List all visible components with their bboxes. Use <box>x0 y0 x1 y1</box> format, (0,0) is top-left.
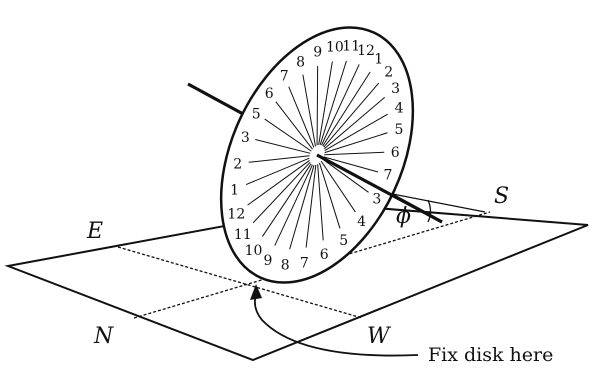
label-north: N <box>93 324 114 349</box>
hour-numeral: 8 <box>296 55 305 71</box>
hour-line <box>319 162 341 229</box>
hour-line <box>305 164 317 248</box>
hour-numeral: 1 <box>230 182 239 198</box>
hour-line <box>323 156 379 173</box>
hour-line <box>324 151 385 156</box>
hour-numeral: 9 <box>313 45 322 61</box>
hour-numeral: 6 <box>265 86 274 102</box>
label-south: S <box>494 184 509 209</box>
hour-numeral: 3 <box>391 81 400 97</box>
hour-line <box>245 157 310 186</box>
hour-line <box>264 118 312 152</box>
hour-numeral: 7 <box>384 168 393 184</box>
hour-line <box>261 163 312 237</box>
hour-numeral: 2 <box>233 156 242 172</box>
callout-arrow <box>253 293 419 357</box>
hour-line <box>252 161 311 224</box>
hour-line <box>318 61 333 145</box>
hour-numeral: 4 <box>395 101 404 117</box>
hour-numeral: 11 <box>234 227 252 243</box>
callout-text: Fix disk here <box>428 344 553 366</box>
hour-line <box>247 160 310 206</box>
hour-numeral: 4 <box>357 214 366 230</box>
hour-numeral: 6 <box>391 145 400 161</box>
hour-line <box>248 155 310 163</box>
hour-line <box>321 64 360 146</box>
hour-numeral: 11 <box>342 39 360 55</box>
hour-numeral: 8 <box>281 258 290 274</box>
label-east: E <box>86 219 103 244</box>
hour-numeral: 7 <box>280 69 289 85</box>
hour-line <box>324 132 388 154</box>
hour-numeral: 7 <box>300 256 309 272</box>
callout-arrowhead <box>250 284 262 300</box>
hour-numeral: 6 <box>320 247 329 263</box>
hour-numeral: 1 <box>374 52 383 68</box>
hour-numeral: 12 <box>227 206 245 222</box>
hour-line <box>274 164 313 246</box>
hour-line <box>324 113 388 152</box>
hour-line <box>322 158 369 193</box>
hour-line <box>288 86 315 148</box>
hour-line <box>323 96 385 150</box>
hour-numeral: 3 <box>372 191 381 207</box>
hour-line <box>323 82 380 148</box>
label-angle: ϕ <box>396 204 411 229</box>
plane-line-e <box>117 246 363 319</box>
hour-line <box>319 60 347 145</box>
hour-numeral: 5 <box>394 122 403 138</box>
hour-line <box>289 165 315 250</box>
hour-line <box>255 139 311 154</box>
gnomon-rod-front <box>316 153 443 224</box>
hour-line <box>317 164 324 241</box>
hour-numeral: 12 <box>357 43 375 59</box>
hour-lines <box>245 60 388 250</box>
angle-arc <box>427 199 432 223</box>
hour-numeral: 5 <box>252 106 261 122</box>
hour-numeral: 10 <box>326 39 344 55</box>
hour-line <box>320 160 356 213</box>
hour-numeral: 5 <box>339 233 348 249</box>
hour-line <box>316 66 319 146</box>
hour-numeral: 3 <box>241 130 250 146</box>
hour-numeral: 10 <box>245 243 263 259</box>
label-west: W <box>367 324 392 349</box>
hour-line <box>275 101 313 150</box>
hour-numeral: 9 <box>263 253 272 269</box>
hour-line <box>322 71 371 147</box>
hour-line <box>302 74 316 147</box>
hour-numeral: 2 <box>384 64 393 80</box>
